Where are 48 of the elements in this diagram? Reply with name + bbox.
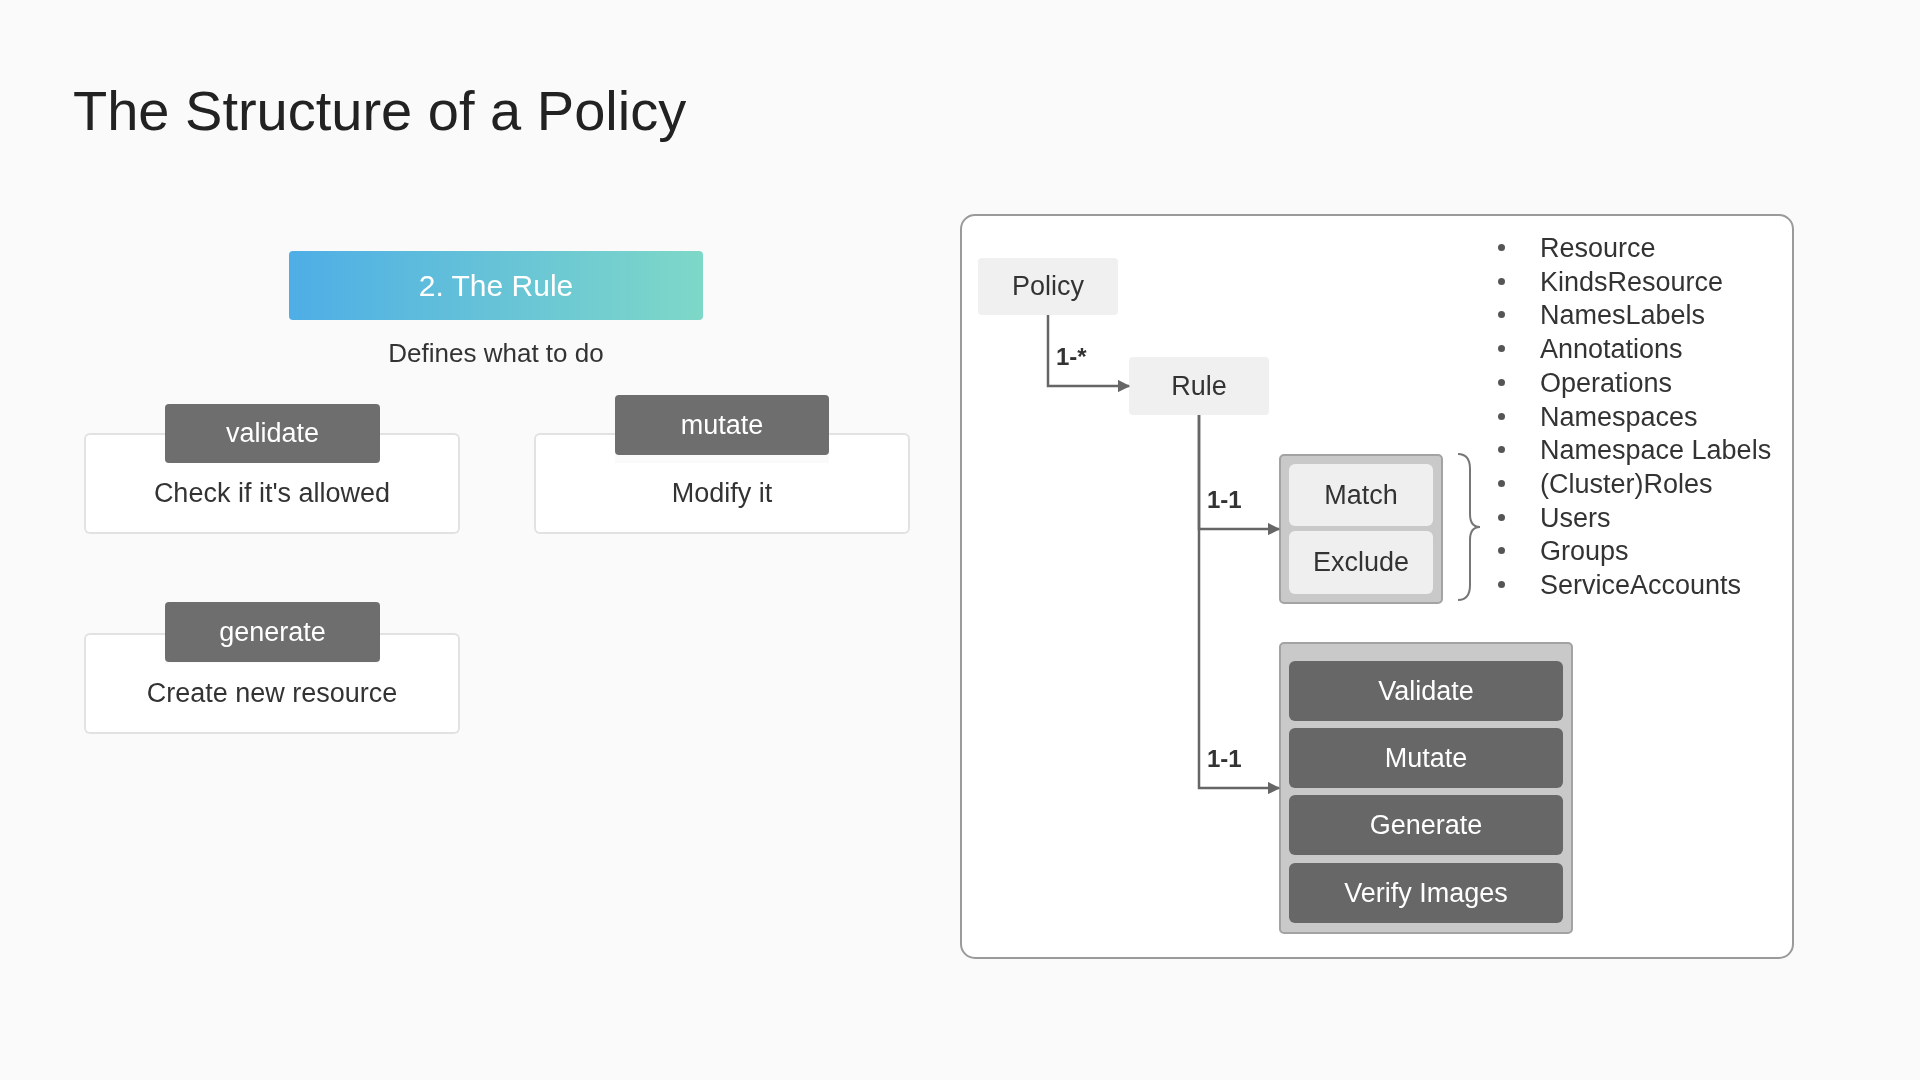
box-label: Policy — [1012, 270, 1084, 303]
box-label: Check if it's allowed — [153, 477, 391, 510]
box-label: Generate — [1369, 808, 1483, 842]
action-box — [1289, 728, 1563, 788]
list-item: Namespace Labels — [1540, 437, 1772, 465]
entity-box — [1129, 357, 1269, 415]
box-label: Modify it — [671, 477, 773, 510]
box-label: generate — [219, 615, 326, 649]
slide-title: The Structure of a Policy — [73, 78, 687, 143]
tab-label-box — [615, 395, 829, 455]
list-item: ServiceAccounts — [1540, 572, 1742, 599]
box-label: 2. The Rule — [418, 267, 574, 304]
action-box — [1289, 661, 1563, 721]
box-label: Mutate — [1384, 741, 1468, 775]
box-label: Match — [1324, 478, 1398, 512]
tab-label-box — [165, 404, 380, 463]
list-item: KindsResource — [1540, 268, 1724, 296]
list-item: Namespaces — [1540, 403, 1698, 431]
box-label: Exclude — [1312, 546, 1410, 579]
list-item: Resource — [1540, 235, 1656, 262]
box-label: validate — [225, 417, 320, 450]
list-item: (Cluster)Roles — [1540, 470, 1713, 498]
box-label: Verify Images — [1344, 876, 1508, 910]
tab-label-box — [165, 602, 380, 662]
option-box — [1289, 531, 1433, 594]
connector-arrow — [1046, 315, 1131, 393]
option-box — [1289, 464, 1433, 526]
list-item: Annotations — [1540, 336, 1683, 364]
entity-box — [978, 258, 1118, 315]
description-card — [84, 663, 460, 734]
action-box — [1289, 863, 1563, 923]
box-label: mutate — [680, 408, 764, 442]
connector-arrow — [1197, 415, 1281, 795]
box-label: Create new resource — [146, 677, 398, 710]
title-banner — [289, 251, 703, 320]
subtitle-text: Defines what to do — [388, 338, 604, 369]
box-label: Rule — [1171, 369, 1227, 403]
group-box — [1279, 454, 1443, 604]
description-card — [84, 463, 460, 534]
list-item: Operations — [1540, 369, 1673, 397]
diagram-panel — [960, 214, 1794, 959]
list-item: NamesLabels — [1540, 302, 1706, 330]
group-box — [1279, 642, 1573, 934]
list-item: Groups — [1540, 538, 1629, 566]
list-item: Users — [1540, 504, 1611, 532]
action-box — [1289, 795, 1563, 855]
description-card — [534, 463, 910, 534]
box-label: Validate — [1378, 674, 1474, 708]
